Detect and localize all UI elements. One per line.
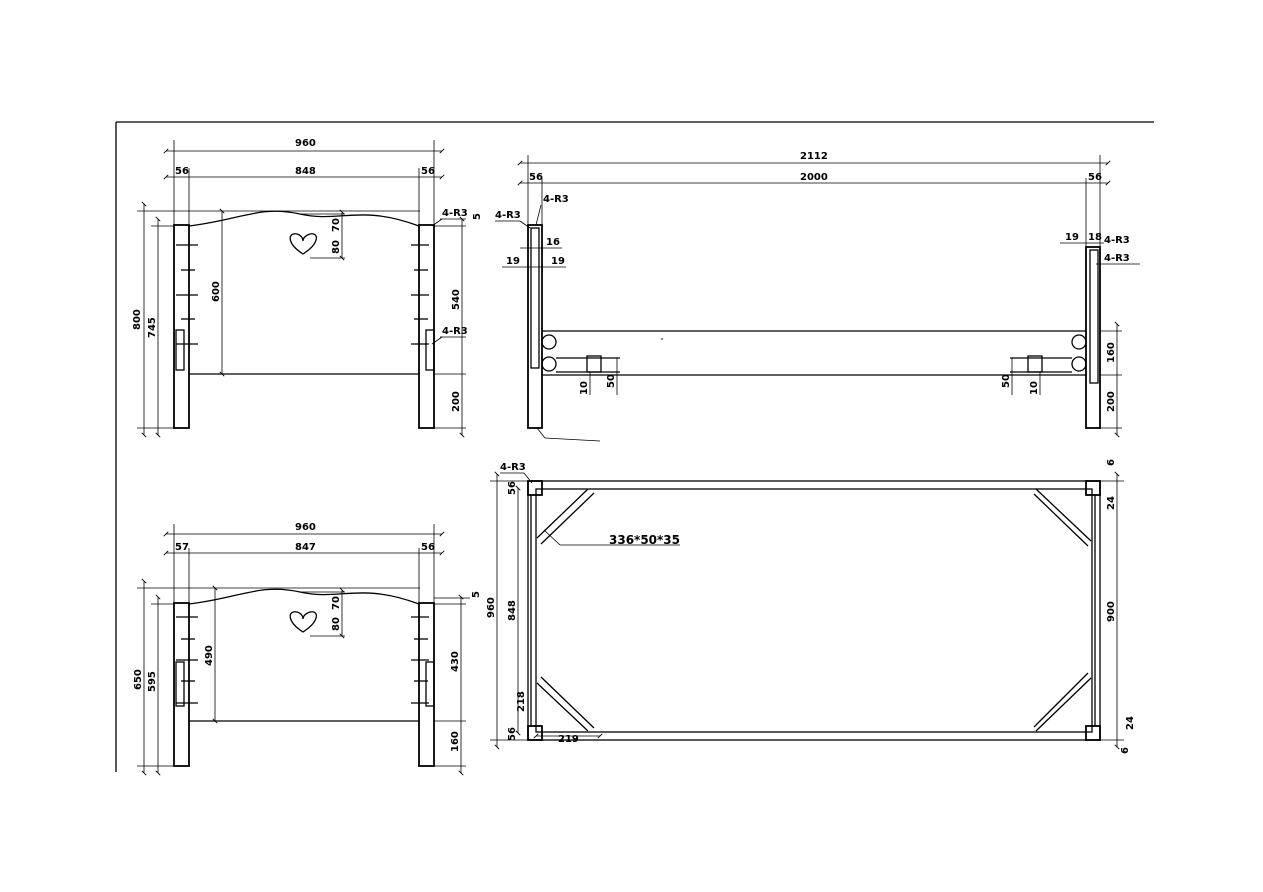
dim-foot-left-post: 57 xyxy=(175,542,189,553)
dim-plan-right-24-top: 24 xyxy=(1106,496,1117,510)
dim-head-gap: 5 xyxy=(472,213,483,220)
label-side-right-fillet-1: 4-R3 xyxy=(1104,235,1130,246)
dim-head-left-post: 56 xyxy=(175,166,189,177)
head-front-view: 960 848 56 56 800 745 600 70 80 540 200 … xyxy=(132,138,483,438)
dim-foot-gap: 5 xyxy=(471,591,482,598)
dim-head-height: 800 xyxy=(132,309,143,330)
dim-head-panel: 600 xyxy=(211,281,222,302)
dim-plan-width: 960 xyxy=(486,597,497,618)
corner-braces xyxy=(536,488,1092,732)
dim-foot-panel: 490 xyxy=(204,645,215,666)
label-side-right-fillet-2: 4-R3 xyxy=(1104,253,1130,264)
dim-plan-inner: 848 xyxy=(507,600,518,621)
foot-front-view: 960 847 57 56 650 595 490 70 80 430 160 … xyxy=(133,522,482,776)
plan-view: 4-R3 336*50*35 960 848 56 218 56 219 6 2… xyxy=(486,459,1136,754)
dim-foot-heart-h: 70 xyxy=(331,596,342,610)
dim-plan-right-6-top: 6 xyxy=(1106,459,1117,466)
dim-side-right-19: 19 xyxy=(1065,232,1079,243)
heart-icon xyxy=(289,233,317,255)
drawing-frame xyxy=(115,121,1154,772)
dim-side-right-160: 160 xyxy=(1106,342,1117,363)
label-plan-fillet: 4-R3 xyxy=(500,462,526,473)
dim-plan-left-post: 56 xyxy=(507,481,518,495)
dim-head-heart-h: 70 xyxy=(331,218,342,232)
dim-plan-corner-post: 56 xyxy=(507,727,518,741)
dim-head-right-post: 56 xyxy=(421,166,435,177)
heart-icon xyxy=(289,611,317,633)
dim-side-right-200: 200 xyxy=(1106,391,1117,412)
dim-side-inner: 2000 xyxy=(800,172,828,183)
dim-head-post: 745 xyxy=(147,317,158,338)
dim-side-left-50: 50 xyxy=(606,374,617,388)
dim-foot-right-panel: 430 xyxy=(450,651,461,672)
dim-plan-right-6-bottom: 6 xyxy=(1120,747,1131,754)
label-head-fillet-bottom: 4-R3 xyxy=(442,326,468,337)
dim-side-left-10: 10 xyxy=(579,381,590,395)
dim-foot-right-post: 56 xyxy=(421,542,435,553)
dim-foot-post: 595 xyxy=(147,671,158,692)
dim-side-right-post: 56 xyxy=(1088,172,1102,183)
dim-side-right-10: 10 xyxy=(1029,381,1040,395)
dim-head-right-panel: 540 xyxy=(451,289,462,310)
dim-side-length: 2112 xyxy=(800,151,828,162)
dim-head-width: 960 xyxy=(295,138,316,149)
side-view: 2112 2000 56 56 4-R3 4-R3 16 19 19 19 18… xyxy=(495,151,1140,442)
dim-foot-right-bottom: 160 xyxy=(450,731,461,752)
dim-side-left-19a: 19 xyxy=(506,256,520,267)
dim-head-heart-offset: 80 xyxy=(331,240,342,254)
dim-foot-inner: 847 xyxy=(295,542,316,553)
dim-head-right-bottom: 200 xyxy=(451,391,462,412)
dim-head-inner: 848 xyxy=(295,166,316,177)
dim-side-right-18: 18 xyxy=(1088,232,1102,243)
dim-side-left-post: 56 xyxy=(529,172,543,183)
dim-side-left-16: 16 xyxy=(546,237,560,248)
label-plan-brace: 336*50*35 xyxy=(609,533,680,547)
label-side-left-fillet-2: 4-R3 xyxy=(495,210,521,221)
dim-side-left-19b: 19 xyxy=(551,256,565,267)
dim-foot-height: 650 xyxy=(133,669,144,690)
dim-plan-right-24-bottom: 24 xyxy=(1125,716,1136,730)
dim-foot-heart-offset: 80 xyxy=(331,617,342,631)
label-head-fillet-top: 4-R3 xyxy=(442,208,468,219)
dim-plan-right-900: 900 xyxy=(1106,601,1117,622)
label-side-left-fillet-1: 4-R3 xyxy=(543,194,569,205)
dim-plan-corner-v: 218 xyxy=(516,691,527,712)
dim-side-right-50: 50 xyxy=(1001,374,1012,388)
dim-plan-corner-h: 219 xyxy=(558,734,579,745)
dim-foot-width: 960 xyxy=(295,522,316,533)
